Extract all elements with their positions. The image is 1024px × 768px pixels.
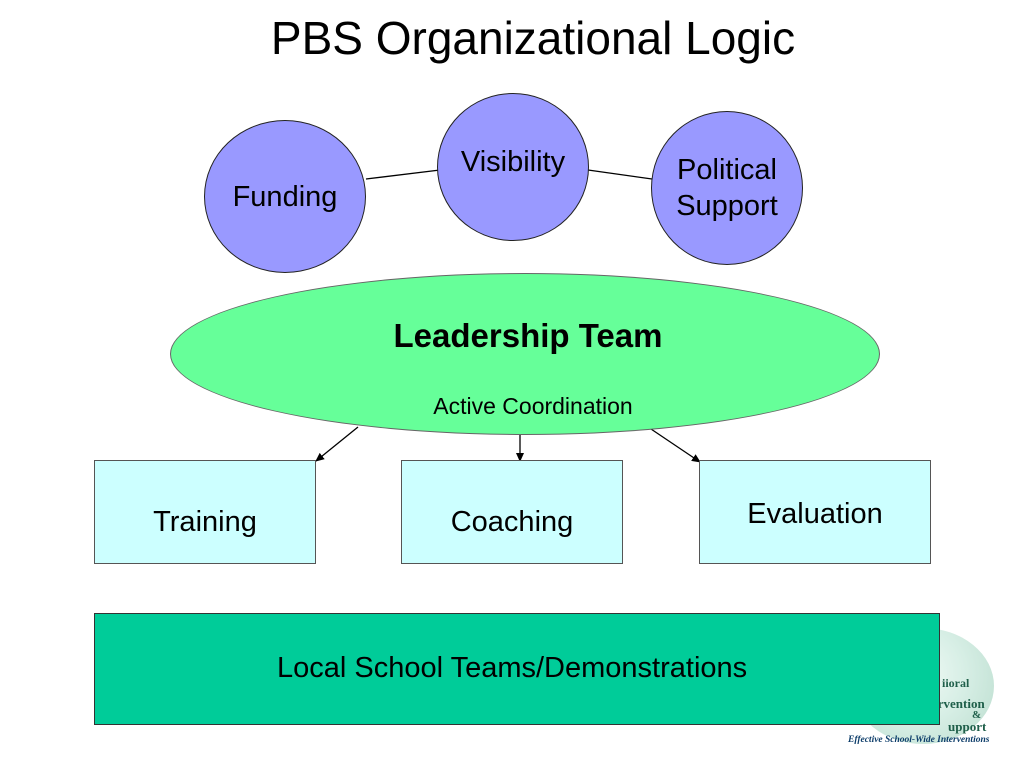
visibility-label: Visibility (460, 146, 566, 178)
arrow-to-evaluation (647, 426, 701, 463)
evaluation-label: Evaluation (747, 498, 883, 530)
evaluation-box: Evaluation (699, 460, 931, 564)
leadership-team-ellipse: Leadership Team Active Coordination (170, 273, 880, 435)
political-support-circle: Political Support (651, 111, 803, 265)
political-support-label-line1: Political (677, 154, 777, 186)
local-school-teams-box: Local School Teams/Demonstrations (94, 613, 940, 725)
funding-label: Funding (232, 180, 338, 213)
active-coordination-label: Active Coordination (433, 393, 633, 419)
coaching-label: Coaching (450, 506, 574, 538)
training-box: Training (94, 460, 316, 564)
local-school-teams-label: Local School Teams/Demonstrations (277, 652, 748, 684)
visibility-circle: Visibility (437, 93, 589, 241)
training-label: Training (153, 506, 257, 538)
arrow-to-training (315, 426, 359, 462)
funding-circle: Funding (204, 120, 366, 273)
logo-text-line4: upport (948, 719, 987, 734)
visibility-political-line (587, 169, 653, 180)
logo-footer-text: Effective School-Wide Interventions (848, 735, 990, 745)
logo-text-line2: ervention (932, 696, 985, 711)
funding-visibility-line (365, 169, 441, 180)
leadership-team-title: Leadership Team (393, 317, 663, 354)
page-title: PBS Organizational Logic (270, 12, 796, 64)
coaching-box: Coaching (401, 460, 623, 564)
logo-text-line3: & (972, 709, 982, 721)
logo-text-line1: iioral (942, 676, 970, 690)
political-support-label-line2: Support (676, 190, 778, 222)
